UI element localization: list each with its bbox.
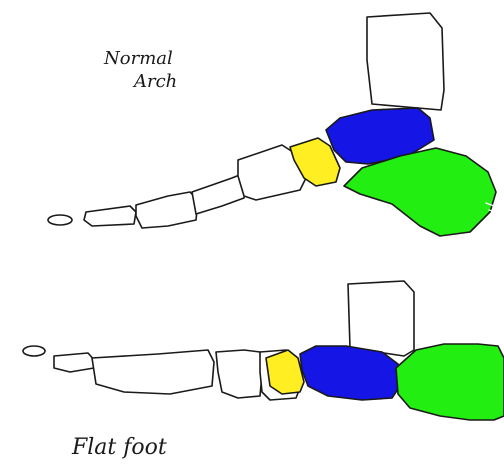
flat-metatarsal	[216, 350, 262, 398]
normal-proximal-phalanx	[136, 192, 198, 228]
normal-arch-label-line1: Normal	[104, 50, 173, 68]
flat-navicular	[266, 350, 304, 394]
normal-tibia	[367, 13, 444, 110]
flat-tibia	[348, 281, 414, 356]
normal-arch-label-line2: Arch	[134, 73, 177, 91]
flat-calcaneus	[396, 344, 504, 420]
normal-foot	[48, 13, 496, 236]
flat-middle-phalanx	[54, 353, 96, 372]
flat-foot	[23, 281, 504, 420]
flat-talus	[300, 346, 400, 400]
normal-distal-phalanx	[48, 215, 72, 225]
flat-distal-phalanx	[23, 346, 45, 356]
flat-foot-label: Flat foot	[72, 437, 167, 459]
flat-proximal-phalanx	[92, 350, 214, 394]
normal-middle-phalanx	[84, 206, 136, 226]
